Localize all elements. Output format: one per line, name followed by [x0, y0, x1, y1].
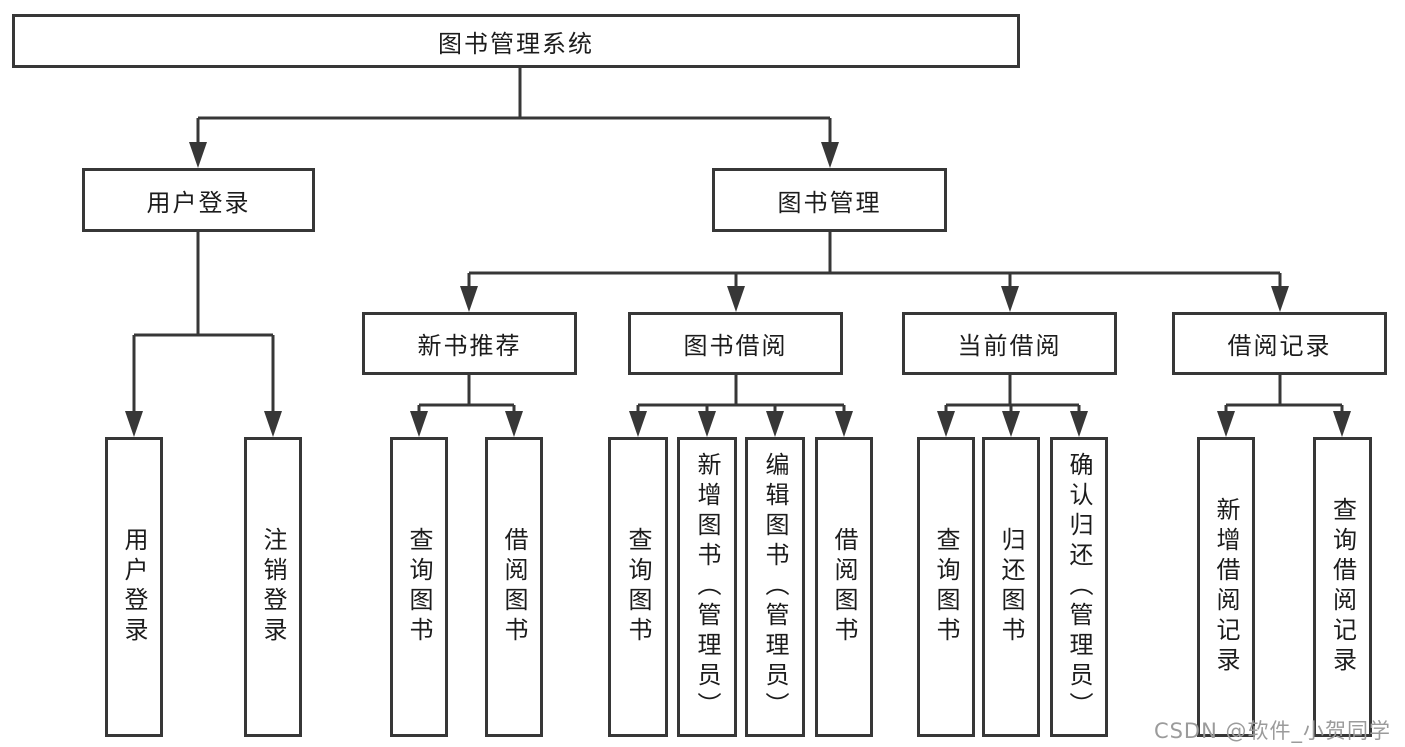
arrow-down-icon [505, 411, 523, 437]
leaf-query-books-current: 查询图书 [917, 437, 975, 737]
arrow-down-icon [125, 411, 143, 437]
leaf-edit-book-admin: 编辑图书（管理员） [745, 437, 805, 737]
arrow-down-icon [410, 411, 428, 437]
arrow-down-icon [835, 411, 853, 437]
arrow-down-icon [727, 286, 745, 312]
leaf-user-login: 用户登录 [105, 437, 163, 737]
leaf-confirm-return-admin: 确认归还（管理员） [1050, 437, 1108, 737]
arrow-down-icon [1070, 411, 1088, 437]
leaf-label: 注销登录 [259, 527, 287, 647]
node-user-login: 用户登录 [82, 168, 315, 232]
leaf-label: 新增图书（管理员） [693, 452, 721, 722]
arrow-down-icon [1217, 411, 1235, 437]
csdn-watermark: CSDN @软件_小贺同学 [1153, 719, 1391, 743]
leaf-label: 查询图书 [932, 527, 960, 647]
node-new-book-recommend: 新书推荐 [362, 312, 577, 375]
leaf-borrow-books-recommend: 借阅图书 [485, 437, 543, 737]
arrow-down-icon [766, 411, 784, 437]
arrow-down-icon [937, 411, 955, 437]
arrow-down-icon [1333, 411, 1351, 437]
connector-line [196, 68, 832, 146]
leaf-label: 查询图书 [624, 527, 652, 647]
arrow-down-icon [1271, 286, 1289, 312]
connector-current-borrow-children [937, 375, 1088, 437]
connector-line [417, 375, 516, 415]
connector-line [636, 375, 846, 415]
arrow-down-icon [460, 286, 478, 312]
leaf-label: 确认归还（管理员） [1065, 452, 1093, 722]
arrow-down-icon [264, 411, 282, 437]
arrow-down-icon [189, 142, 207, 168]
leaf-logout: 注销登录 [244, 437, 302, 737]
node-book-management: 图书管理 [712, 168, 947, 232]
node-current-borrow: 当前借阅 [902, 312, 1117, 375]
leaf-label: 借阅图书 [500, 527, 528, 647]
connector-book-management-children [460, 232, 1289, 312]
connector-line [944, 375, 1081, 415]
arrow-down-icon [1001, 286, 1019, 312]
connector-borrow-records-children [1217, 375, 1351, 437]
connector-line [132, 232, 275, 415]
connector-line [467, 232, 1282, 290]
leaf-label: 编辑图书（管理员） [761, 452, 789, 722]
arrow-down-icon [629, 411, 647, 437]
connector-line [1224, 375, 1344, 415]
leaf-label: 借阅图书 [830, 527, 858, 647]
connector-root-to-level2 [189, 68, 839, 168]
connector-new-book-recommend-children [410, 375, 523, 437]
leaf-borrow-books: 借阅图书 [815, 437, 873, 737]
node-library-system: 图书管理系统 [12, 14, 1020, 68]
leaf-query-borrow-record: 查询借阅记录 [1313, 437, 1372, 737]
leaf-label: 新增借阅记录 [1212, 497, 1240, 677]
arrow-down-icon [1002, 411, 1020, 437]
leaf-query-books-recommend: 查询图书 [390, 437, 448, 737]
leaf-label: 归还图书 [997, 527, 1025, 647]
node-borrow-records: 借阅记录 [1172, 312, 1387, 375]
leaf-add-book-admin: 新增图书（管理员） [677, 437, 737, 737]
leaf-query-books-borrow: 查询图书 [608, 437, 668, 737]
leaf-label: 查询图书 [405, 527, 433, 647]
node-book-borrow: 图书借阅 [628, 312, 843, 375]
arrow-down-icon [698, 411, 716, 437]
connector-book-borrow-children [629, 375, 853, 437]
leaf-label: 查询借阅记录 [1328, 497, 1357, 677]
leaf-label: 用户登录 [120, 527, 148, 647]
arrow-down-icon [821, 142, 839, 168]
leaf-add-borrow-record: 新增借阅记录 [1197, 437, 1255, 737]
connector-user-login-children [125, 232, 282, 437]
leaf-return-book: 归还图书 [982, 437, 1040, 737]
